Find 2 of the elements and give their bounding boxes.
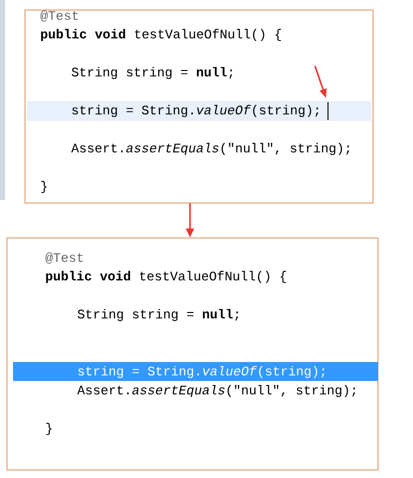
code-panel: @Test public void testValueOfNull() { String string = null; string = String.valueOf(string); Assert.assertEquals("null", string); } xyxy=(6,238,378,470)
code-panel: @Test public void testValueOfNull() { String string = null; string = String.valueOf(string); Assert.assertEquals("null", string); } xyxy=(24,10,374,204)
